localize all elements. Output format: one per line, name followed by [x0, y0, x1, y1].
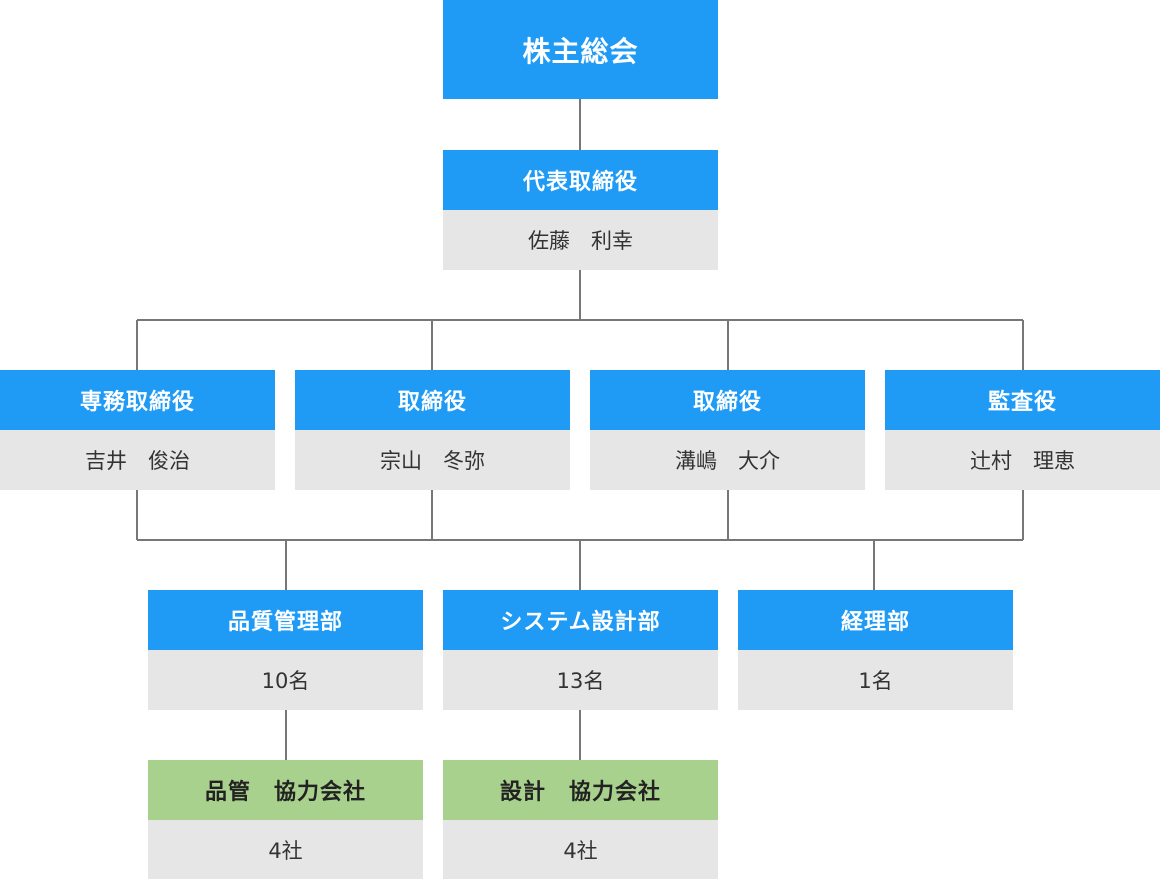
partner-title: 品管 協力会社 — [148, 760, 423, 820]
department-box-system: システム設計部 13名 — [443, 590, 718, 710]
department-count: 13名 — [443, 650, 718, 710]
department-box-accounting: 経理部 1名 — [738, 590, 1013, 710]
executive-name: 辻村 理恵 — [885, 430, 1160, 490]
department-count: 10名 — [148, 650, 423, 710]
president-title: 代表取締役 — [443, 150, 718, 210]
department-title: 経理部 — [738, 590, 1013, 650]
department-title: 品質管理部 — [148, 590, 423, 650]
partner-title: 設計 協力会社 — [443, 760, 718, 820]
partner-box-quality: 品管 協力会社 4社 — [148, 760, 423, 879]
partner-count: 4社 — [148, 820, 423, 879]
executive-title: 専務取締役 — [0, 370, 275, 430]
executive-name: 宗山 冬弥 — [295, 430, 570, 490]
department-box-quality: 品質管理部 10名 — [148, 590, 423, 710]
executive-title: 取締役 — [295, 370, 570, 430]
executive-box-4: 監査役 辻村 理恵 — [885, 370, 1160, 490]
president-name: 佐藤 利幸 — [443, 210, 718, 270]
executive-title: 監査役 — [885, 370, 1160, 430]
executive-box-3: 取締役 溝嶋 大介 — [590, 370, 865, 490]
executive-title: 取締役 — [590, 370, 865, 430]
department-title: システム設計部 — [443, 590, 718, 650]
executive-box-2: 取締役 宗山 冬弥 — [295, 370, 570, 490]
shareholders-meeting-box: 株主総会 — [443, 0, 718, 99]
executive-name: 溝嶋 大介 — [590, 430, 865, 490]
partner-count: 4社 — [443, 820, 718, 879]
executive-name: 吉井 俊治 — [0, 430, 275, 490]
department-count: 1名 — [738, 650, 1013, 710]
shareholders-title: 株主総会 — [522, 34, 639, 68]
executive-box-1: 専務取締役 吉井 俊治 — [0, 370, 275, 490]
partner-box-design: 設計 協力会社 4社 — [443, 760, 718, 879]
president-box: 代表取締役 佐藤 利幸 — [443, 150, 718, 270]
